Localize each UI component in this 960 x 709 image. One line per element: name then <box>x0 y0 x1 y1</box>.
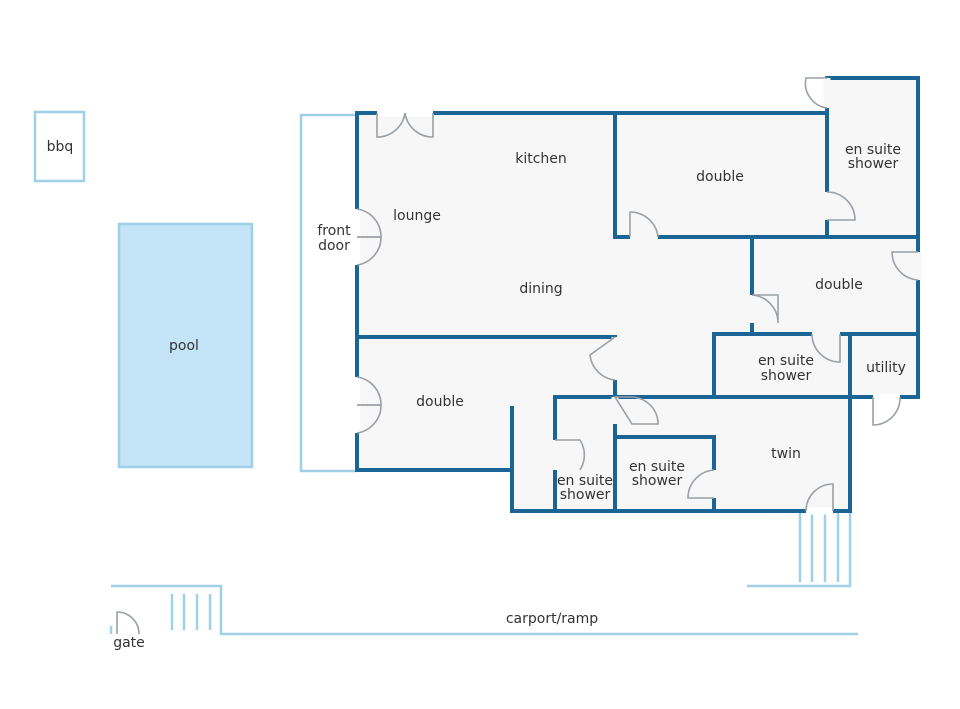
ensuite-top-label-line2: shower <box>848 156 899 172</box>
door-swings <box>116 77 919 635</box>
twin-bedroom-label: twin <box>771 446 801 462</box>
utility-floor <box>850 334 918 397</box>
ensuite-twin-label-line2: shower <box>632 473 683 489</box>
bbq-outline <box>33 110 86 183</box>
pool-label: pool <box>169 338 199 354</box>
ensuite-left-label-line1: en suite <box>557 473 613 489</box>
bbq-label: bbq <box>47 139 74 155</box>
house-floor <box>357 113 918 511</box>
entry-ramp-line <box>747 511 852 588</box>
dining-label: dining <box>519 281 562 297</box>
ensuite-top-floor <box>827 78 918 237</box>
ensuite-mid-label-line2: shower <box>761 368 812 384</box>
carport-outline <box>111 584 858 636</box>
ensuite-twin-label-line1: en suite <box>629 459 685 475</box>
front-door-label-line1: front <box>317 223 351 239</box>
pool <box>117 222 254 469</box>
front-porch-outline <box>299 113 357 473</box>
lounge-label: lounge <box>393 208 441 224</box>
double-bedroom-left-label: double <box>416 394 464 410</box>
bedroom-top-floor <box>615 113 827 237</box>
gate-label: gate <box>113 635 145 651</box>
double-bedroom-mid-label: double <box>815 277 863 293</box>
ensuite-mid-label-line1: en suite <box>758 353 814 369</box>
utility-label: utility <box>866 360 906 376</box>
ensuite-left-label-line2: shower <box>560 487 611 503</box>
double-bedroom-top-label: double <box>696 169 744 185</box>
front-door-label-line2: door <box>318 238 350 254</box>
kitchen-label: kitchen <box>515 151 567 167</box>
carport-label: carport/ramp <box>506 611 598 627</box>
ensuite-top-label-line1: en suite <box>845 142 901 158</box>
